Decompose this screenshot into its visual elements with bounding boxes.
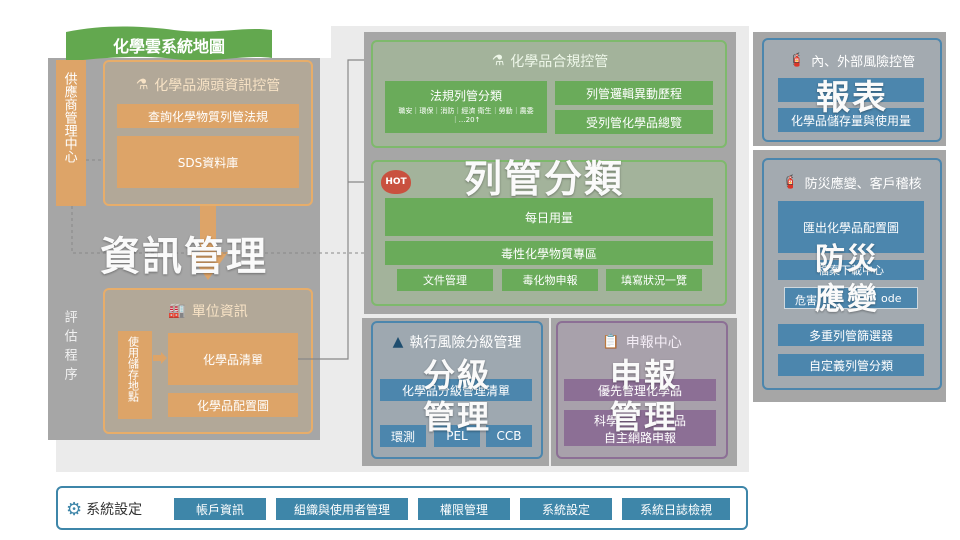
storage-usage-button[interactable]: 化學品儲存量與使用量	[778, 108, 924, 132]
settings-heading: ⚙ 系統設定	[66, 498, 142, 520]
multi-filter-button[interactable]: 多重列管篩選器	[778, 324, 924, 346]
factory-icon: 🏭	[168, 303, 186, 319]
eval-label: 評估程序	[61, 310, 77, 386]
source-header: ⚗ 化學品源頭資訊控管	[110, 74, 306, 96]
risk-overlay-line2: 管理	[423, 398, 492, 436]
flask-icon-green: ⚗	[491, 53, 505, 69]
pel-button[interactable]: PEL	[434, 425, 480, 447]
toxic-report-button[interactable]: 毒化物申報	[502, 269, 598, 291]
priority-chemicals-button[interactable]: 優先管理化學品	[564, 379, 716, 401]
regulation-history-button[interactable]: 列管邏輯異動歷程	[555, 81, 713, 105]
source-title: 化學品源頭資訊控管	[154, 78, 281, 94]
risk-overlay-line1: 分級	[423, 356, 492, 394]
hot-badge-icon: HOT	[381, 170, 411, 194]
compliance-header: ⚗ 化學品合規控管	[380, 50, 720, 72]
disaster-overlay-line1: 防災	[815, 242, 879, 277]
chemical-layout-button[interactable]: 化學品配置圖	[168, 393, 298, 417]
org-user-management-button[interactable]: 組織與使用者管理	[276, 498, 408, 520]
science-suffix: 品	[674, 414, 687, 428]
compliance-title: 化學品合規控管	[510, 54, 609, 70]
disaster-header: 🧯 防災應變、客戶稽核	[764, 172, 940, 192]
report-title: 申報中心	[625, 335, 682, 351]
risk-title: 執行風險分級管理	[409, 335, 522, 351]
permission-management-button[interactable]: 權限管理	[418, 498, 510, 520]
gear-icon: ⚙	[66, 498, 83, 520]
extinguisher-icon: 🧯	[788, 52, 806, 68]
custom-category-button[interactable]: 自定義列管分類	[778, 354, 924, 376]
regulation-category-label: 法規列管分類	[429, 89, 502, 103]
fill-status-button[interactable]: 填寫狀況一覽	[606, 269, 702, 291]
disaster-overlay-line2: 應變	[815, 282, 879, 317]
unit-title: 單位資訊	[191, 304, 248, 320]
disaster-title: 防災應變、客戶稽核	[804, 176, 922, 192]
small-right-arrow-icon	[153, 352, 167, 364]
supplier-label: 供應商管理中心	[61, 72, 77, 163]
ccb-button[interactable]: CCB	[486, 425, 532, 447]
regulated-overview-button[interactable]: 受列管化學品總覽	[555, 110, 713, 134]
sds-database-button[interactable]: SDS資料庫	[117, 136, 299, 188]
map-title: 化學雲系統地圖	[112, 37, 225, 56]
system-log-button[interactable]: 系統日誌檢視	[622, 498, 730, 520]
unit-header: 🏭 單位資訊	[110, 300, 306, 322]
chemical-inventory-button[interactable]: 化學品清單	[168, 333, 298, 385]
usage-storage-label: 使用儲存地點	[126, 336, 140, 402]
risk-header: ▲ 執行風險分級管理	[374, 332, 540, 352]
hazard-code-button[interactable]: 危害 ode	[784, 287, 918, 309]
hazard-suffix: ode	[881, 292, 902, 305]
report-block[interactable]	[778, 78, 924, 102]
env-monitor-button[interactable]: 環測	[380, 425, 426, 447]
clipboard-icon: 📋	[602, 334, 620, 350]
hazard-prefix: 危害	[795, 294, 817, 307]
grading-list-button[interactable]: 化學品分級管理清單	[380, 379, 532, 401]
download-center-button[interactable]: 檔案下載中心	[778, 260, 924, 280]
info-management-overlay: 資訊管理	[100, 234, 268, 280]
daily-usage-button[interactable]: 每日用量	[385, 198, 713, 236]
flask-icon: ⚗	[135, 77, 149, 93]
report-header: 📋 申報中心	[560, 332, 724, 352]
document-management-button[interactable]: 文件管理	[397, 269, 493, 291]
warning-icon: ▲	[392, 334, 404, 350]
supplier-bar[interactable]	[56, 60, 86, 206]
hot-badge-label: HOT	[385, 177, 407, 187]
usage-storage-box[interactable]	[118, 331, 152, 419]
account-info-button[interactable]: 帳戶資訊	[174, 498, 266, 520]
external-title: 內、外部風險控管	[811, 54, 916, 70]
settings-label: 系統設定	[86, 502, 143, 518]
science-prefix: 科學	[594, 414, 619, 428]
export-layout-button[interactable]: 匯出化學品配置圖	[778, 201, 924, 253]
reports-overlay: 報表	[816, 78, 888, 118]
report-overlay-line2: 管理	[610, 398, 679, 436]
external-header: 🧯 內、外部風險控管	[766, 50, 938, 70]
toxic-zone-button[interactable]: 毒性化學物質專區	[385, 241, 713, 265]
fire-alarm-icon: 🧯	[782, 174, 799, 190]
system-settings-button[interactable]: 系統設定	[520, 498, 612, 520]
science-chemicals-button[interactable]: 科學 品 自主網路申報	[564, 410, 716, 446]
regulation-category-button[interactable]: 法規列管分類 職安｜環保｜消防｜經濟 衛生｜勞動｜農委｜…20↑	[385, 81, 547, 133]
map-title-banner: 化學雲系統地圖	[64, 24, 274, 66]
regulation-agencies-label: 職安｜環保｜消防｜經濟 衛生｜勞動｜農委｜…20↑	[398, 107, 534, 124]
report-overlay-line1: 申報	[610, 356, 679, 394]
web-report-label: 自主網路申報	[603, 431, 676, 445]
query-regulation-button[interactable]: 查詢化學物質列管法規	[117, 104, 299, 128]
classification-overlay: 列管分類	[464, 157, 625, 201]
